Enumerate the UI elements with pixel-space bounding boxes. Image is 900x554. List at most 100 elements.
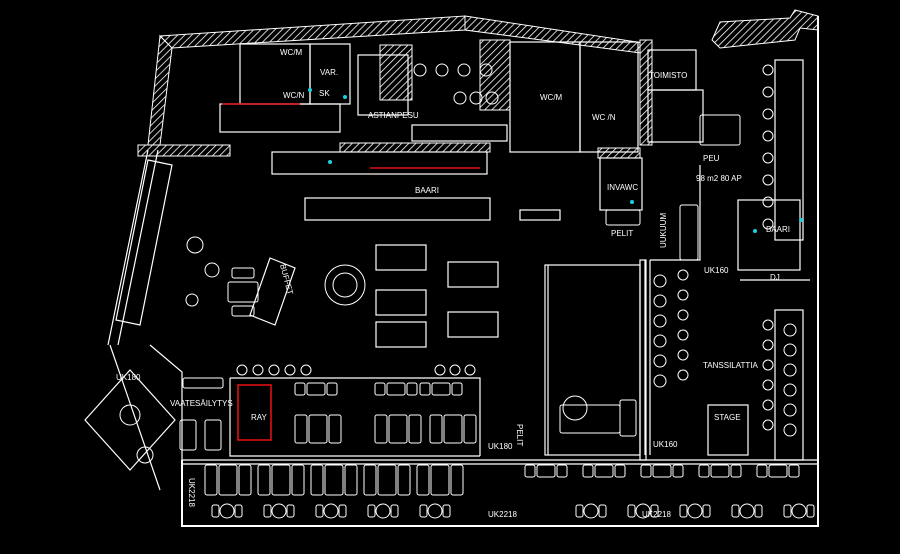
chair [429, 414, 443, 444]
stool [762, 196, 774, 208]
label-uukuum: UUKUUM [659, 213, 668, 248]
table [186, 236, 204, 254]
chair [367, 504, 376, 518]
chair [408, 414, 422, 444]
chair [328, 414, 342, 444]
table [594, 464, 614, 478]
chair [450, 464, 464, 496]
chair [310, 464, 324, 496]
chair [731, 504, 740, 518]
bar-table [783, 383, 797, 397]
chair [524, 464, 536, 478]
table [323, 503, 339, 519]
chair [614, 464, 626, 478]
sofa [619, 399, 637, 437]
sink [435, 63, 449, 77]
label-peu: PEU [703, 154, 720, 163]
stool [300, 364, 312, 376]
chair [788, 464, 800, 478]
table [386, 382, 406, 396]
sofa [559, 404, 621, 434]
table [768, 464, 788, 478]
chair [416, 464, 430, 496]
chair [756, 464, 768, 478]
table [430, 464, 450, 496]
table [699, 114, 741, 146]
chair [338, 504, 347, 518]
chair [344, 464, 358, 496]
chair [238, 464, 252, 496]
locker [204, 419, 222, 451]
label-uk180-2: UK180 [488, 442, 513, 451]
chair [698, 464, 710, 478]
table [204, 262, 220, 278]
label-tanssilattia: TANSSILATTIA [703, 361, 758, 370]
chair [286, 504, 295, 518]
sink [469, 91, 483, 105]
table [219, 503, 235, 519]
bench [182, 377, 224, 389]
table [427, 503, 443, 519]
table [679, 204, 699, 261]
table [443, 414, 463, 444]
label-buffet: BUFFET [278, 263, 295, 295]
stool [762, 319, 774, 331]
chair [582, 464, 594, 478]
chair [390, 504, 399, 518]
table [271, 464, 291, 496]
bar-table [783, 363, 797, 377]
label-uk2218-2: UK2218 [488, 510, 517, 519]
chair [263, 504, 272, 518]
chair [204, 464, 218, 496]
label-var: VAR. [320, 68, 338, 77]
walls [84, 9, 819, 527]
locker [179, 419, 197, 451]
sink [457, 63, 471, 77]
table [308, 414, 328, 444]
stool [762, 399, 774, 411]
chair [294, 382, 306, 396]
label-wc-m-2: WC/M [540, 93, 563, 102]
bar-table [653, 294, 667, 308]
stool [762, 152, 774, 164]
bar-table [653, 274, 667, 288]
game-machine [605, 209, 641, 226]
chair [806, 504, 815, 518]
round-table-chairs [324, 264, 366, 306]
chair [650, 504, 659, 518]
bar-table [783, 343, 797, 357]
chair [702, 504, 711, 518]
label-sk: SK [319, 89, 330, 98]
label-uk160-2: UK160 [653, 440, 678, 449]
label-baari-bar: BAARI [766, 225, 790, 234]
table [791, 503, 807, 519]
bar-table [653, 354, 667, 368]
chair [234, 504, 243, 518]
table [218, 464, 238, 496]
bar-table [783, 323, 797, 337]
table [227, 281, 259, 303]
stool [762, 218, 774, 230]
stool [762, 108, 774, 120]
chair [406, 382, 418, 396]
table [185, 293, 199, 307]
chair [679, 504, 688, 518]
chair [754, 504, 763, 518]
chair [326, 382, 338, 396]
sink [485, 91, 499, 105]
sink [453, 91, 467, 105]
stool [762, 130, 774, 142]
label-pelit: PELIT [611, 229, 633, 238]
table [375, 503, 391, 519]
label-wc-m: WC/M [280, 48, 303, 57]
sink [479, 63, 493, 77]
bar-table [653, 334, 667, 348]
stool [677, 289, 689, 301]
table [687, 503, 703, 519]
bar-table [783, 423, 797, 437]
stool [762, 359, 774, 371]
chair [783, 504, 792, 518]
table [306, 382, 326, 396]
table [377, 464, 397, 496]
table [635, 503, 651, 519]
